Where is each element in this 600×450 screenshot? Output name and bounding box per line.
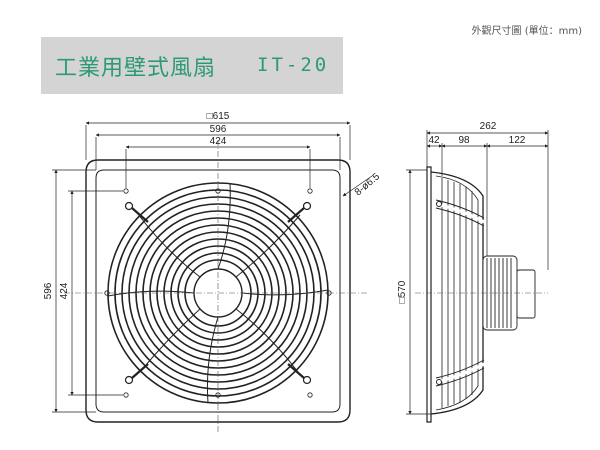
model-number: IT-20: [257, 54, 330, 76]
bracket-bolts: [124, 201, 312, 385]
side-band-top: [435, 202, 485, 224]
dim-hole: 8-ø6.5: [353, 171, 383, 198]
product-name: 工業用壁式風扇: [55, 56, 217, 81]
title-banner: 工業用壁式風扇 IT-20: [41, 37, 343, 94]
dim-seg-3: 122: [509, 135, 526, 146]
outer-frame: [85, 159, 351, 423]
inner-frame: [95, 169, 341, 413]
dim-frame-outer: □615: [207, 111, 230, 122]
front-dimensions: [52, 121, 373, 413]
side-mounting-plate: [426, 166, 432, 423]
dim-seg-2: 98: [458, 135, 470, 146]
dim-height-inner: 424: [59, 282, 70, 299]
dim-depth-total: 262: [480, 121, 497, 132]
center-lines: [64, 140, 368, 432]
guard-brackets: [131, 207, 305, 379]
dim-width-mid: 596: [210, 124, 227, 135]
dim-seg-1: 42: [428, 135, 440, 146]
side-band-bottom: [435, 362, 485, 384]
dim-bolt-span: 424: [210, 136, 227, 147]
side-dimensions: [406, 130, 549, 415]
side-view: [415, 166, 548, 423]
dim-height-outer: 596: [43, 282, 54, 299]
front-view: [64, 140, 368, 432]
dim-side-height: □570: [397, 280, 408, 303]
unit-note: 外觀尺寸圖 (單位：mm): [471, 26, 582, 37]
guard-spokes: [107, 182, 329, 404]
bolt-holes: [104, 188, 332, 398]
